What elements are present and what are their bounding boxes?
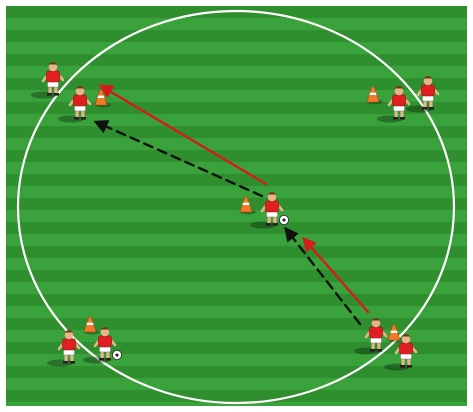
players-layer [31,62,440,371]
cones-layer [83,86,404,343]
run-bottom-right-to-center-arrow [284,226,362,326]
pitch-stripe [6,330,467,342]
pitch-stripe [6,378,467,390]
drill-circle [16,9,456,405]
pitch-stripe [6,42,467,54]
run-center-to-top-left-arrow [93,120,264,198]
cone-center-icon [239,196,256,215]
pitch-stripe [6,306,467,318]
player-bottom-right-a-icon [354,318,388,355]
player-bottom-left-a-icon [47,330,81,367]
pitch [6,6,467,406]
player-bottom-right-b-icon [384,334,418,371]
player-top-left-a-icon [31,62,65,99]
pass-center-to-top-left-arrow [98,84,268,186]
cone-top-right-icon [366,86,383,105]
pitch-stripe [6,18,467,30]
pitch-stripe [6,66,467,78]
pitch-stripe [6,162,467,174]
pitch-stripe [6,114,467,126]
player-top-right-a-icon [377,86,411,123]
player-top-right-b-icon [406,76,440,113]
pitch-stripe [6,258,467,270]
player-bottom-left-b-icon [83,327,122,364]
pass-bottom-right-to-center-arrow [302,236,370,314]
pitch-stripe [6,282,467,294]
ball-icon [112,350,122,360]
player-top-left-b-icon [58,86,92,123]
pitch-stripe [6,186,467,198]
cone-top-left-icon [94,89,111,108]
pitch-stripe [6,234,467,246]
player-center-icon [250,192,289,229]
cone-bottom-left-icon [83,316,100,335]
pitch-stripe [6,138,467,150]
cone-bottom-right-icon [387,324,404,343]
ball-icon [279,215,289,225]
arrows-layer [93,84,370,326]
pitch-stripe [6,210,467,222]
